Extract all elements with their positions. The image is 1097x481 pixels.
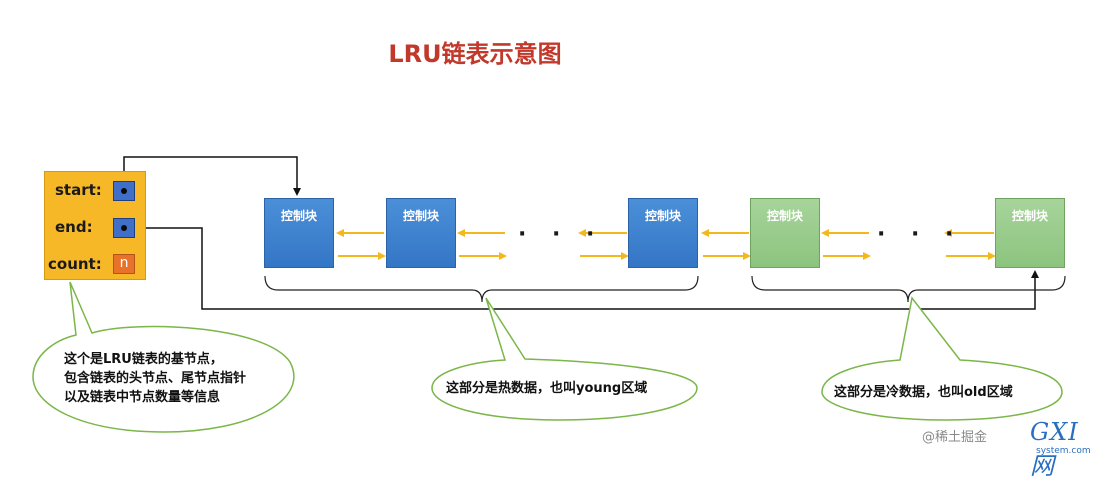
cold-brace: [751, 275, 1066, 303]
pointer-dot: [121, 188, 127, 194]
watermark: @稀土掘金: [922, 430, 988, 445]
base-callout-bubble: [32, 281, 295, 433]
hot-brace: [264, 275, 699, 303]
base-callout-text: 这个是LRU链表的基节点， 包含链表的头节点、尾节点指针 以及链表中节点数量等信…: [64, 350, 246, 407]
base-callout-line: 以及链表中节点数量等信息: [64, 390, 221, 405]
site-logo-sub: system.com: [1036, 446, 1091, 456]
link-arrows: [336, 229, 996, 260]
control-block: 控制块: [628, 198, 698, 268]
start-label: start:: [55, 181, 102, 199]
lru-diagram: LRU链表示意图 start: end: count: n 控制块 控制块 控制…: [32, 40, 1091, 480]
count-label: count:: [48, 255, 102, 273]
cold-callout-bubble: [821, 296, 1063, 421]
pointer-dot: [121, 225, 127, 231]
base-node: start: end: count: n: [44, 171, 146, 280]
control-block: 控制块: [386, 198, 456, 268]
end-pointer-line: [146, 227, 1039, 310]
control-block: 控制块: [264, 198, 334, 268]
cold-callout-text: 这部分是冷数据，也叫old区域: [834, 385, 1013, 400]
start-pointer-box: [113, 181, 135, 201]
diagram-title: LRU链表示意图: [388, 40, 562, 68]
start-pointer-line: [123, 156, 301, 196]
ellipsis-hot: · · ·: [518, 222, 604, 247]
connector-layer: [32, 156, 1066, 433]
base-callout-line: 包含链表的头节点、尾节点指针: [64, 371, 247, 386]
end-pointer-box: [113, 218, 135, 238]
ellipsis-cold: · · ·: [877, 222, 963, 247]
count-value-box: n: [113, 254, 135, 274]
control-block: 控制块: [995, 198, 1065, 268]
base-callout-line: 这个是LRU链表的基节点，: [64, 352, 223, 367]
end-label: end:: [55, 218, 93, 236]
hot-callout-text: 这部分是热数据，也叫young区域: [446, 381, 648, 396]
hot-callout-bubble: [431, 297, 698, 421]
control-block: 控制块: [750, 198, 820, 268]
